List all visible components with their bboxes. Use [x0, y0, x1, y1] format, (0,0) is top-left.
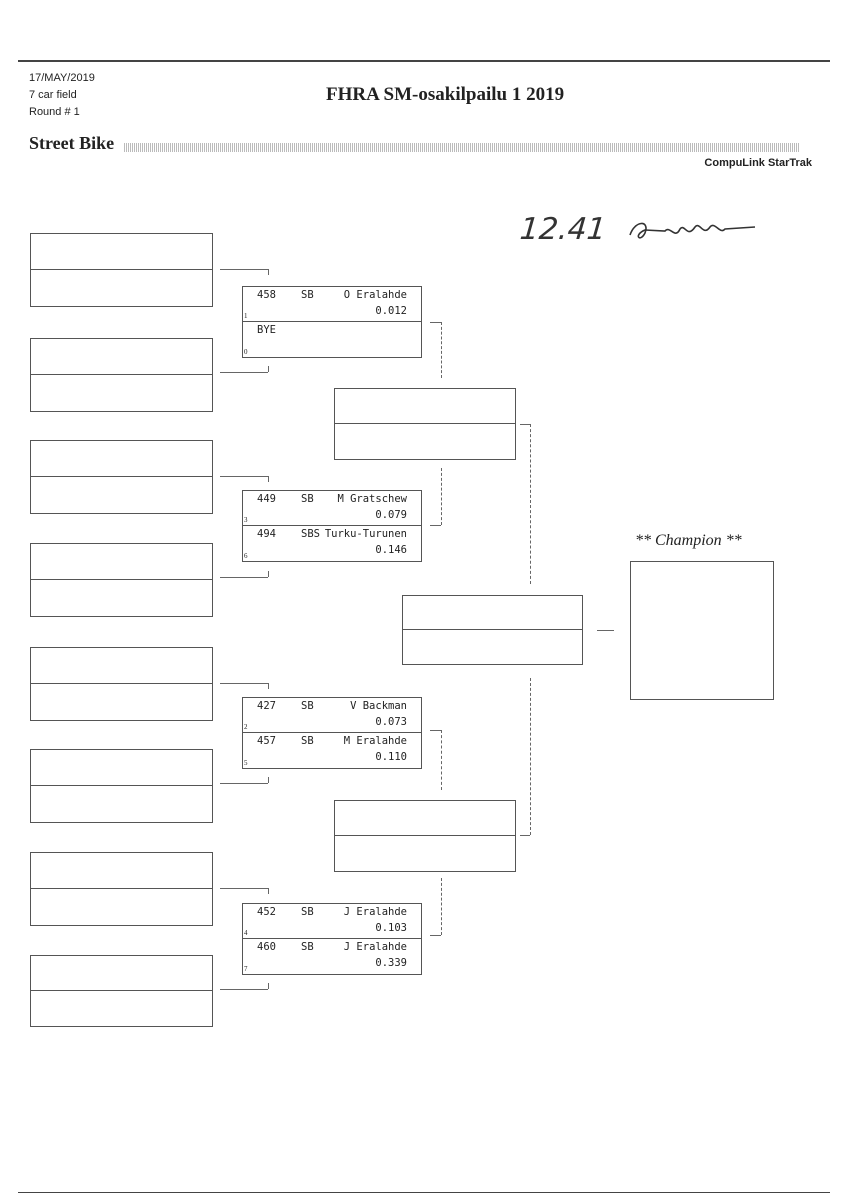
racer-name: M Gratschew: [337, 493, 407, 505]
lane: 460 SB J Eralahde 0.339 7: [243, 939, 421, 974]
final-box: [402, 595, 583, 665]
top-rule: [18, 60, 830, 62]
round1-match: 449 SB M Gratschew 0.079 3 494 SBS Turku…: [242, 490, 422, 562]
field-size: 7 car field: [29, 89, 77, 101]
connector-tick: [268, 269, 269, 275]
entry-box: [30, 647, 213, 721]
connector: [220, 476, 268, 477]
connector-tick: [268, 683, 269, 689]
car-number: 494: [257, 528, 276, 540]
connector-tick: [268, 571, 269, 577]
seed: 1: [244, 312, 248, 320]
reaction-time: 0.073: [375, 716, 407, 728]
connector: [220, 269, 268, 270]
header-info: 17/MAY/2019 7 car field Round # 1: [29, 70, 95, 121]
seed: 2: [244, 723, 248, 731]
connector: [220, 577, 268, 578]
seed: 5: [244, 759, 248, 767]
racer-name: O Eralahde: [343, 289, 407, 301]
class-name: Street Bike: [29, 133, 115, 153]
lane: 457 SB M Eralahde 0.110 5: [243, 733, 421, 768]
reaction-time: 0.012: [375, 305, 407, 317]
reaction-time: 0.103: [375, 922, 407, 934]
champion-box: [630, 561, 774, 700]
signature: [629, 222, 756, 239]
dotted-band: [124, 143, 800, 152]
lane: 494 SBS Turku-Turunen 0.146 6: [243, 526, 421, 561]
car-number: 449: [257, 493, 276, 505]
racer-name: J Eralahde: [343, 906, 407, 918]
entry-box: [30, 543, 213, 617]
connector: [220, 888, 268, 889]
car-class: SB: [301, 289, 314, 301]
reaction-time: 0.110: [375, 751, 407, 763]
connector: [220, 989, 268, 990]
round1-match: 452 SB J Eralahde 0.103 4 460 SB J Erala…: [242, 903, 422, 975]
seed: 0: [244, 348, 248, 356]
reaction-time: 0.146: [375, 544, 407, 556]
round2-box-top: [334, 388, 516, 460]
seed: 7: [244, 965, 248, 973]
final-connector: [597, 630, 614, 631]
car-class: SB: [301, 735, 314, 747]
software-credit: CompuLink StarTrak: [704, 157, 812, 169]
car-number: 452: [257, 906, 276, 918]
event-date: 17/MAY/2019: [29, 72, 95, 84]
racer-name: J Eralahde: [343, 941, 407, 953]
connector-tick: [268, 366, 269, 372]
car-number: 427: [257, 700, 276, 712]
connector: [441, 730, 442, 790]
car-class: SB: [301, 493, 314, 505]
connector-tick: [268, 888, 269, 894]
seed: 6: [244, 552, 248, 560]
entry-box: [30, 749, 213, 823]
car-number: 460: [257, 941, 276, 953]
racer-name: V Backman: [350, 700, 407, 712]
round1-match: 427 SB V Backman 0.073 2 457 SB M Eralah…: [242, 697, 422, 769]
connector: [530, 424, 531, 584]
round2-box-bottom: [334, 800, 516, 872]
lane: 427 SB V Backman 0.073 2: [243, 698, 421, 733]
handwritten-time: 12.41: [518, 212, 608, 247]
entry-box: [30, 338, 213, 412]
connector-tick: [268, 476, 269, 482]
seed: 3: [244, 516, 248, 524]
connector: [530, 678, 531, 835]
connector: [220, 372, 268, 373]
car-class: SB: [301, 941, 314, 953]
reaction-time: 0.339: [375, 957, 407, 969]
champion-label: ** Champion **: [635, 532, 742, 549]
car-class: SB: [301, 700, 314, 712]
racer-name: M Eralahde: [343, 735, 407, 747]
connector-tick: [268, 983, 269, 989]
connector-tick: [268, 777, 269, 783]
event-title: FHRA SM-osakilpailu 1 2019: [326, 84, 565, 105]
round-number: Round # 1: [29, 106, 80, 118]
seed: 4: [244, 929, 248, 937]
round1-match: 458 SB O Eralahde 0.012 1 BYE 0: [242, 286, 422, 358]
lane: 458 SB O Eralahde 0.012 1: [243, 287, 421, 322]
entry-box: [30, 852, 213, 926]
lane: BYE 0: [243, 322, 421, 357]
connector: [441, 468, 442, 525]
connector: [220, 783, 268, 784]
racer-name: Turku-Turunen: [324, 528, 407, 540]
connector: [441, 878, 442, 935]
car-number: 457: [257, 735, 276, 747]
lane: 449 SB M Gratschew 0.079 3: [243, 491, 421, 526]
connector: [220, 683, 268, 684]
car-class: SBS: [301, 528, 320, 540]
entry-box: [30, 233, 213, 307]
reaction-time: 0.079: [375, 509, 407, 521]
connector: [441, 322, 442, 378]
bottom-rule: [18, 1192, 830, 1193]
racer-name: BYE: [257, 324, 276, 336]
car-class: SB: [301, 906, 314, 918]
entry-box: [30, 955, 213, 1027]
lane: 452 SB J Eralahde 0.103 4: [243, 904, 421, 939]
entry-box: [30, 440, 213, 514]
car-number: 458: [257, 289, 276, 301]
